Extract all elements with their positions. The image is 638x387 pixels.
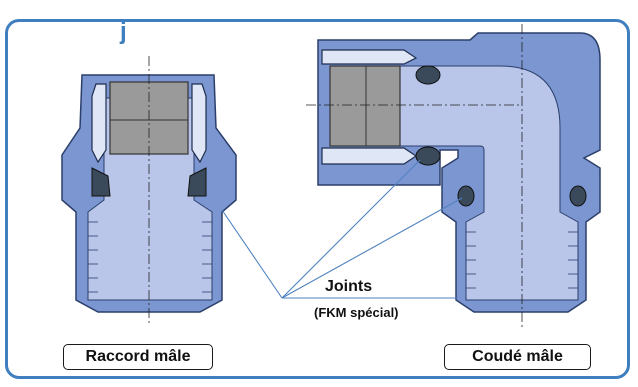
seal-material-label: (FKM spécial) (314, 305, 399, 320)
caption-elbow-fitting: Coudé mâle (444, 344, 591, 370)
straight-collet-right (191, 83, 207, 164)
elbow-seal-top (415, 65, 441, 85)
straight-fitting-section (61, 56, 237, 326)
straight-collet-left (91, 83, 107, 164)
straight-seal-right (187, 167, 207, 197)
elbow-collet-bottom (321, 147, 418, 165)
elbow-fitting-section (306, 24, 601, 330)
elbow-release-sleeve (329, 65, 401, 147)
elbow-thread-lines (466, 231, 578, 289)
elbow-oring-right (569, 185, 587, 207)
caption-straight-fitting: Raccord mâle (63, 344, 213, 370)
leader-lines (221, 159, 463, 299)
title-fragment: j (120, 18, 127, 45)
straight-seal-left (91, 167, 111, 197)
elbow-fitting-bore (359, 65, 579, 301)
seal-label: Joints (325, 278, 373, 295)
elbow-collet-top (321, 49, 418, 65)
elbow-oring-left (457, 185, 475, 207)
straight-thread-lines (88, 221, 212, 293)
elbow-seal-bottom (415, 146, 441, 166)
